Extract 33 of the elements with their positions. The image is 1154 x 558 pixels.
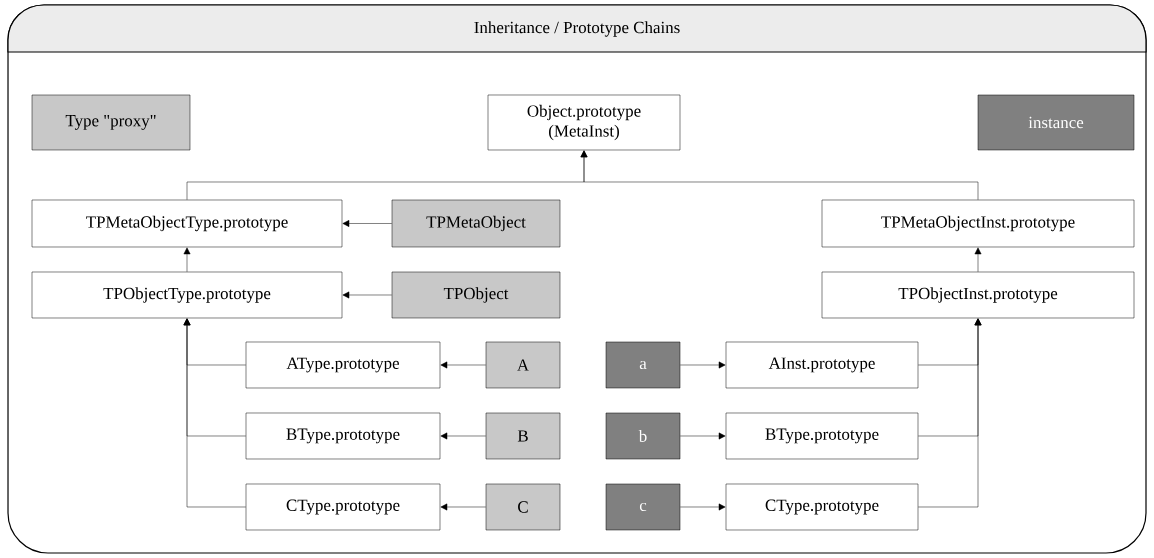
type-box: B xyxy=(485,412,561,460)
type-box: TPMetaObject xyxy=(391,199,561,248)
arrow xyxy=(974,247,982,272)
prototype-box: AType.prototype xyxy=(245,341,441,389)
prototype-box: TPObjectInst.prototype xyxy=(821,271,1135,319)
prototype-box: BType.prototype xyxy=(725,412,919,460)
arrow xyxy=(342,220,392,227)
type-box: C xyxy=(485,483,561,531)
arrow xyxy=(918,318,982,508)
arrow xyxy=(680,503,726,511)
prototype-box: Object.prototype (MetaInst) xyxy=(487,94,681,151)
arrow xyxy=(680,432,726,440)
prototype-box: CType.prototype xyxy=(245,483,441,531)
prototype-box: TPObjectType.prototype xyxy=(31,271,343,319)
arrow xyxy=(183,247,191,272)
prototype-box: CType.prototype xyxy=(725,483,919,531)
arrow xyxy=(342,291,392,299)
instance-box: b xyxy=(605,412,681,460)
arrow xyxy=(440,432,486,440)
prototype-box: AInst.prototype xyxy=(725,341,919,389)
type-box: A xyxy=(485,341,561,389)
prototype-box: TPMetaObjectType.prototype xyxy=(31,199,343,248)
arrow xyxy=(580,150,979,200)
type-box: TPObject xyxy=(391,271,561,319)
instance-box: c xyxy=(605,483,681,531)
instance-box: a xyxy=(605,341,681,389)
arrow xyxy=(440,503,486,511)
header-band: Inheritance / Prototype Chains xyxy=(7,4,1147,53)
arrow xyxy=(440,361,486,369)
prototype-box: TPMetaObjectInst.prototype xyxy=(821,199,1135,248)
arrow xyxy=(680,361,726,369)
prototype-box: BType.prototype xyxy=(245,412,441,460)
arrow xyxy=(183,318,246,508)
